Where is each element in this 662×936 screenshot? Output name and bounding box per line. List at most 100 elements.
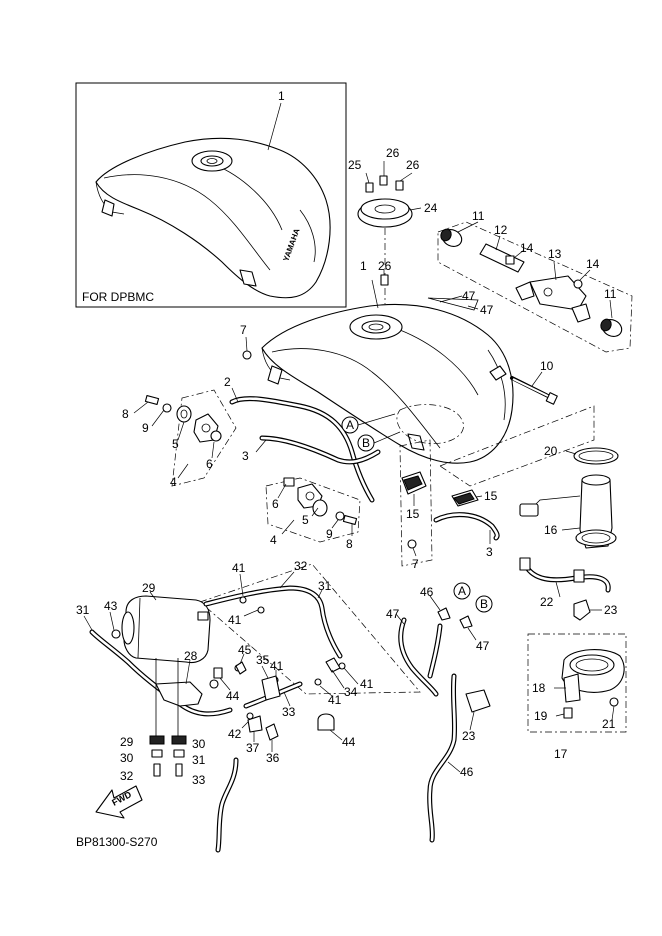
callout-32: 29 [142,581,156,595]
bracket-group-11-14: 11 12 14 13 14 11 [437,209,633,353]
callout-41-a: 41 [232,561,246,575]
grommet-29-right [171,735,187,745]
callout-4-bottom: 4 [270,533,277,547]
callout-5-bottom: 5 [302,513,309,527]
callout-44: 44 [226,689,240,703]
main-fuel-tank: 1 47 47 [261,259,514,464]
callout-24: 23 [462,729,476,743]
bolt-26-left [365,182,374,193]
pads-15: 15 15 7 [399,439,498,571]
callout-29-left: 29 [120,735,134,749]
callout-7-top: 7 [240,323,247,337]
callout-35: 37 [246,741,260,755]
callout-8-bottom: 8 [346,537,353,551]
callout-12: 12 [494,223,508,237]
callout-46: 47 [386,607,400,621]
callout-42: 43 [104,599,118,613]
callout-41-b: 41 [228,613,242,627]
callout-6-top: 6 [206,457,213,471]
callout-26-right: 26 [406,158,420,172]
callout-33: 35 [256,653,270,667]
diagram-code: BP81300-S270 [76,835,158,849]
mount-group-4-bottom: 6 5 9 8 4 [265,477,361,551]
callout-20: 20 [544,444,558,458]
callout-21: 21 [602,717,616,731]
clip-43 [317,713,335,731]
callout-9-bottom: 9 [326,527,333,541]
callout-14-right: 14 [586,257,600,271]
sensor-18 [563,673,581,703]
callout-41-f: 42 [228,727,242,741]
callout-34: 36 [266,751,280,765]
callout-49: 47 [480,303,494,317]
fwd-arrow: FWD [95,785,143,819]
callout-15-left: 15 [406,507,420,521]
marker-b-tank: B [362,436,370,450]
callout-28: 28 [184,649,198,663]
callout-3-left: 3 [242,449,249,463]
callout-31-left: 32 [120,769,134,783]
callout-5-top: 5 [172,437,179,451]
callout-1-main: 1 [360,259,367,273]
fitting-35 [247,715,263,733]
bolt-26-right [395,180,404,191]
marker-a-tank: A [346,418,354,432]
filler-cap-group: 25 26 26 24 26 [348,146,438,304]
callout-38: 32 [294,559,308,573]
callout-41-e: 41 [360,677,374,691]
callout-11-top: 11 [472,209,485,223]
pump-base-group: 18 19 21 17 [527,633,627,761]
callout-26-mid: 26 [386,146,400,160]
grommet-29-left [149,735,165,745]
callout-19: 19 [534,709,548,723]
callout-41-d: 41 [328,693,342,707]
callout-31-right: 33 [192,773,206,787]
callout-8-top: 8 [122,407,129,421]
callout-41-c: 41 [270,659,284,673]
marker-b-hose: B [480,597,488,611]
callout-7-bottom: 7 [412,557,419,571]
canister-32 [123,595,211,664]
callout-37: 31 [76,603,90,617]
gasket-20 [573,447,619,465]
inset-dpbmc: YAMAHA 1 FOR DPBMC [75,82,347,308]
callout-26-left: 25 [348,158,362,172]
callout-14-left: 14 [520,241,534,255]
clamp-24 [465,689,491,713]
bracket-28 [155,681,203,707]
callout-9-top: 9 [142,421,149,435]
callout-47-right: 47 [476,639,490,653]
callout-13: 13 [548,247,562,261]
callout-16: 16 [544,523,558,537]
callout-29-right: 30 [192,737,206,751]
callout-1-inset: 1 [278,89,285,103]
callout-47-mid: 46 [420,585,434,599]
callout-23: 23 [604,603,618,617]
hose-group-45-46: 47 46 A B 47 46 23 [386,582,493,843]
leader-1-inset [267,102,282,151]
inset-caption: FOR DPBMC [82,290,154,304]
callout-3-right: 3 [486,545,493,559]
bolt-7-top: 7 [240,323,252,360]
callout-11-right: 11 [604,287,617,301]
callout-2: 2 [224,375,231,389]
bolt-26-mid [379,175,388,186]
callout-45: 46 [460,765,474,779]
marker-a-hose: A [458,584,466,598]
callout-17: 17 [554,747,568,761]
callout-18: 18 [532,681,546,695]
canister-group: 29 43 31 28 29 30 30 31 32 33 [76,563,421,853]
bolt-27 [380,274,389,286]
valve-33 [261,675,281,701]
bolt-10: 10 [510,359,558,405]
sticker-48-49 [427,297,479,311]
callout-40: 34 [344,685,358,699]
hoses-2-3: 2 3 3 [224,375,500,559]
callout-22: 22 [540,595,554,609]
callout-43: 44 [342,735,356,749]
callout-30-right: 31 [192,753,206,767]
mount-group-4-top: 8 9 5 6 4 [122,389,237,489]
callout-27: 26 [378,259,392,273]
fuel-pump-group: 20 16 22 23 [439,405,619,621]
